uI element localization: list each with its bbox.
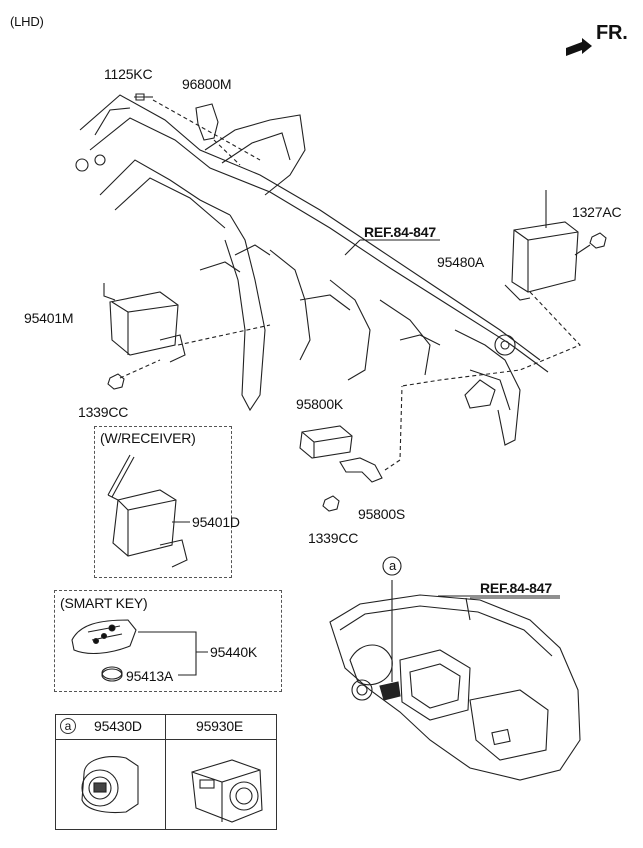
part-label-95800s: 95800S [358, 506, 406, 522]
part-label-95401m: 95401M [24, 310, 74, 326]
part-label-96800m: 96800M [182, 76, 232, 92]
switch-95930e [191, 759, 263, 823]
table-column-divider [165, 715, 166, 829]
part-label-95480a: 95480A [437, 254, 485, 270]
part-label-95401d: 95401D [192, 514, 240, 530]
ref-label-top: REF.84-847 [364, 224, 436, 240]
start-button-95430d [81, 756, 139, 814]
receiver-group-title: (W/RECEIVER) [100, 430, 196, 446]
table-col2-header: 95930E [196, 718, 244, 734]
switch-parts-table: a 95430D 95930E [55, 714, 277, 830]
table-header-divider [56, 739, 276, 740]
smart-key-group-box [54, 590, 282, 692]
callout-a-dashboard: a [389, 558, 397, 573]
dashboard-drawing [329, 580, 581, 781]
front-direction-label: FR. [596, 22, 628, 44]
smart-key-fob [71, 619, 137, 655]
part-label-95440k: 95440K [210, 644, 258, 660]
part-label-1327ac: 1327AC [572, 204, 622, 220]
part-label-95800k: 95800K [296, 396, 344, 412]
table-col1-header: 95430D [94, 718, 142, 734]
smart-key-group-title: (SMART KEY) [60, 595, 148, 611]
receiver-group-box [94, 426, 232, 578]
part-label-1125kc: 1125KC [104, 66, 153, 82]
region-label: (LHD) [10, 14, 44, 29]
part-label-95413a: 95413A [126, 668, 174, 684]
front-direction-arrow [566, 38, 592, 56]
table-callout-a: a [60, 718, 76, 734]
part-label-1339cc-b: 1339CC [308, 530, 359, 546]
part-label-1339cc-a: 1339CC [78, 404, 129, 420]
ref-label-bottom: REF.84-847 [480, 580, 552, 596]
cowl-crossbar-assembly [75, 94, 549, 446]
